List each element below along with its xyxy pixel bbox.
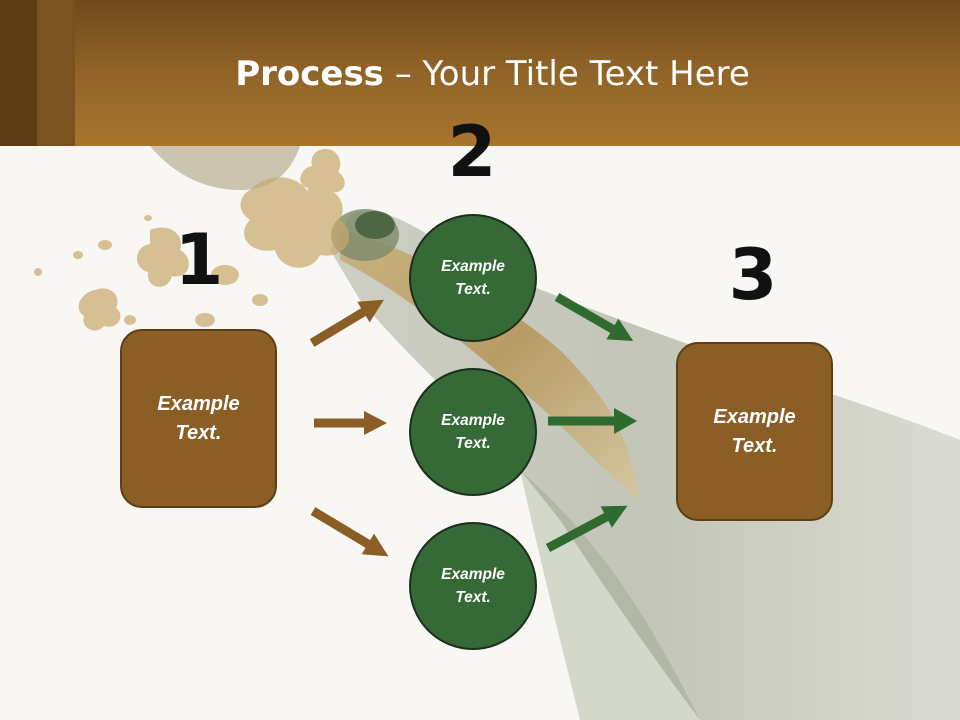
step2-circle-bottom[interactable]: Example Text. [409, 522, 537, 650]
brown-arrow-right [314, 411, 387, 435]
step1-box-text: Example Text. [157, 392, 240, 444]
step-number-1: 1 [174, 219, 224, 301]
circle-top-text: Example Text. [441, 258, 505, 298]
green-arrow-down [554, 293, 634, 341]
slide-title: Process – Your Title Text Here [0, 52, 960, 96]
step1-box[interactable]: Example Text. [120, 329, 277, 508]
brown-arrow-down [310, 507, 389, 557]
step-number-3: 3 [728, 234, 778, 316]
brown-arrow-up [309, 299, 385, 347]
step3-box-text: Example Text. [713, 405, 796, 457]
brown-arrows [309, 299, 389, 557]
title-rest: – Your Title Text Here [383, 54, 750, 94]
title-bold-word: Process [235, 54, 384, 94]
header-bar [0, 0, 960, 146]
header-stripe-mid [37, 0, 75, 146]
step2-circle-top[interactable]: Example Text. [409, 214, 537, 342]
green-arrows [545, 293, 637, 552]
step2-circle-middle[interactable]: Example Text. [409, 368, 537, 496]
circle-middle-text: Example Text. [441, 412, 505, 452]
step-number-2: 2 [447, 111, 497, 193]
header-stripe-dark [0, 0, 37, 146]
step3-box[interactable]: Example Text. [676, 342, 833, 521]
green-arrow-up [545, 505, 628, 552]
circle-bottom-text: Example Text. [441, 566, 505, 606]
green-arrow-right [548, 408, 637, 434]
